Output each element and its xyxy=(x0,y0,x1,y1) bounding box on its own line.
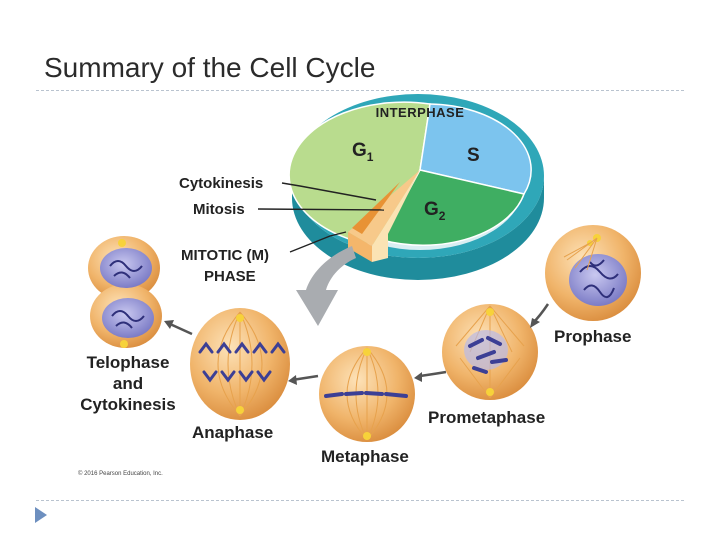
svg-text:G1: G1 xyxy=(352,140,374,164)
mitotic-wedge xyxy=(348,170,420,262)
prometaphase-label: Prometaphase xyxy=(428,408,545,427)
mitosis-label: Mitosis xyxy=(193,201,245,218)
arrow-prometaphase-to-metaphase xyxy=(419,370,447,378)
prophase-cell xyxy=(545,225,641,321)
s-sector xyxy=(419,103,532,195)
anaphase-cell xyxy=(190,308,290,420)
prophase-label: Prophase xyxy=(554,327,631,346)
metaphase-cell xyxy=(319,346,415,442)
g1-label: G xyxy=(352,140,367,161)
wheel-ring-side xyxy=(292,176,544,280)
interphase-label: INTERPHASE xyxy=(376,105,465,120)
mitotic-phase-label-line2: PHASE xyxy=(204,268,256,285)
metaphase-label: Metaphase xyxy=(321,447,409,466)
callout-lines xyxy=(257,182,385,253)
mitosis-leader xyxy=(257,208,385,211)
copyright-notice: © 2016 Pearson Education, Inc. xyxy=(78,470,163,477)
mitotic-phase-label-line1: MITOTIC (M) xyxy=(181,247,269,264)
arrow-anaphase-to-telophase xyxy=(169,322,193,336)
cytokinesis-leader xyxy=(281,182,377,201)
prometaphase-cell xyxy=(442,304,538,400)
anaphase-label: Anaphase xyxy=(192,423,273,442)
cell-cycle-wheel: INTERPHASE G1 S G2 xyxy=(288,94,544,280)
telophase-label-line3: Cytokinesis xyxy=(80,395,175,414)
g2-label: G xyxy=(424,199,439,220)
g1-subscript: 1 xyxy=(367,150,374,164)
slide-nav-arrow-icon[interactable] xyxy=(34,506,48,524)
s-label: S xyxy=(467,145,480,166)
flow-arrow-down xyxy=(296,246,356,326)
title-divider xyxy=(36,90,684,91)
phase-pie xyxy=(288,101,532,247)
cytokinesis-label: Cytokinesis xyxy=(179,175,263,192)
slide-title: Summary of the Cell Cycle xyxy=(44,52,376,83)
telophase-label-line1: Telophase xyxy=(87,353,170,372)
telophase-label-line2: and xyxy=(113,374,143,393)
footer-divider xyxy=(36,500,684,501)
stage-arrows xyxy=(169,303,550,382)
g2-sector xyxy=(380,169,525,246)
g2-subscript: 2 xyxy=(439,209,446,223)
telophase-cells xyxy=(88,236,162,348)
mitotic-phase-leader xyxy=(289,231,347,253)
svg-text:G2: G2 xyxy=(424,199,446,223)
